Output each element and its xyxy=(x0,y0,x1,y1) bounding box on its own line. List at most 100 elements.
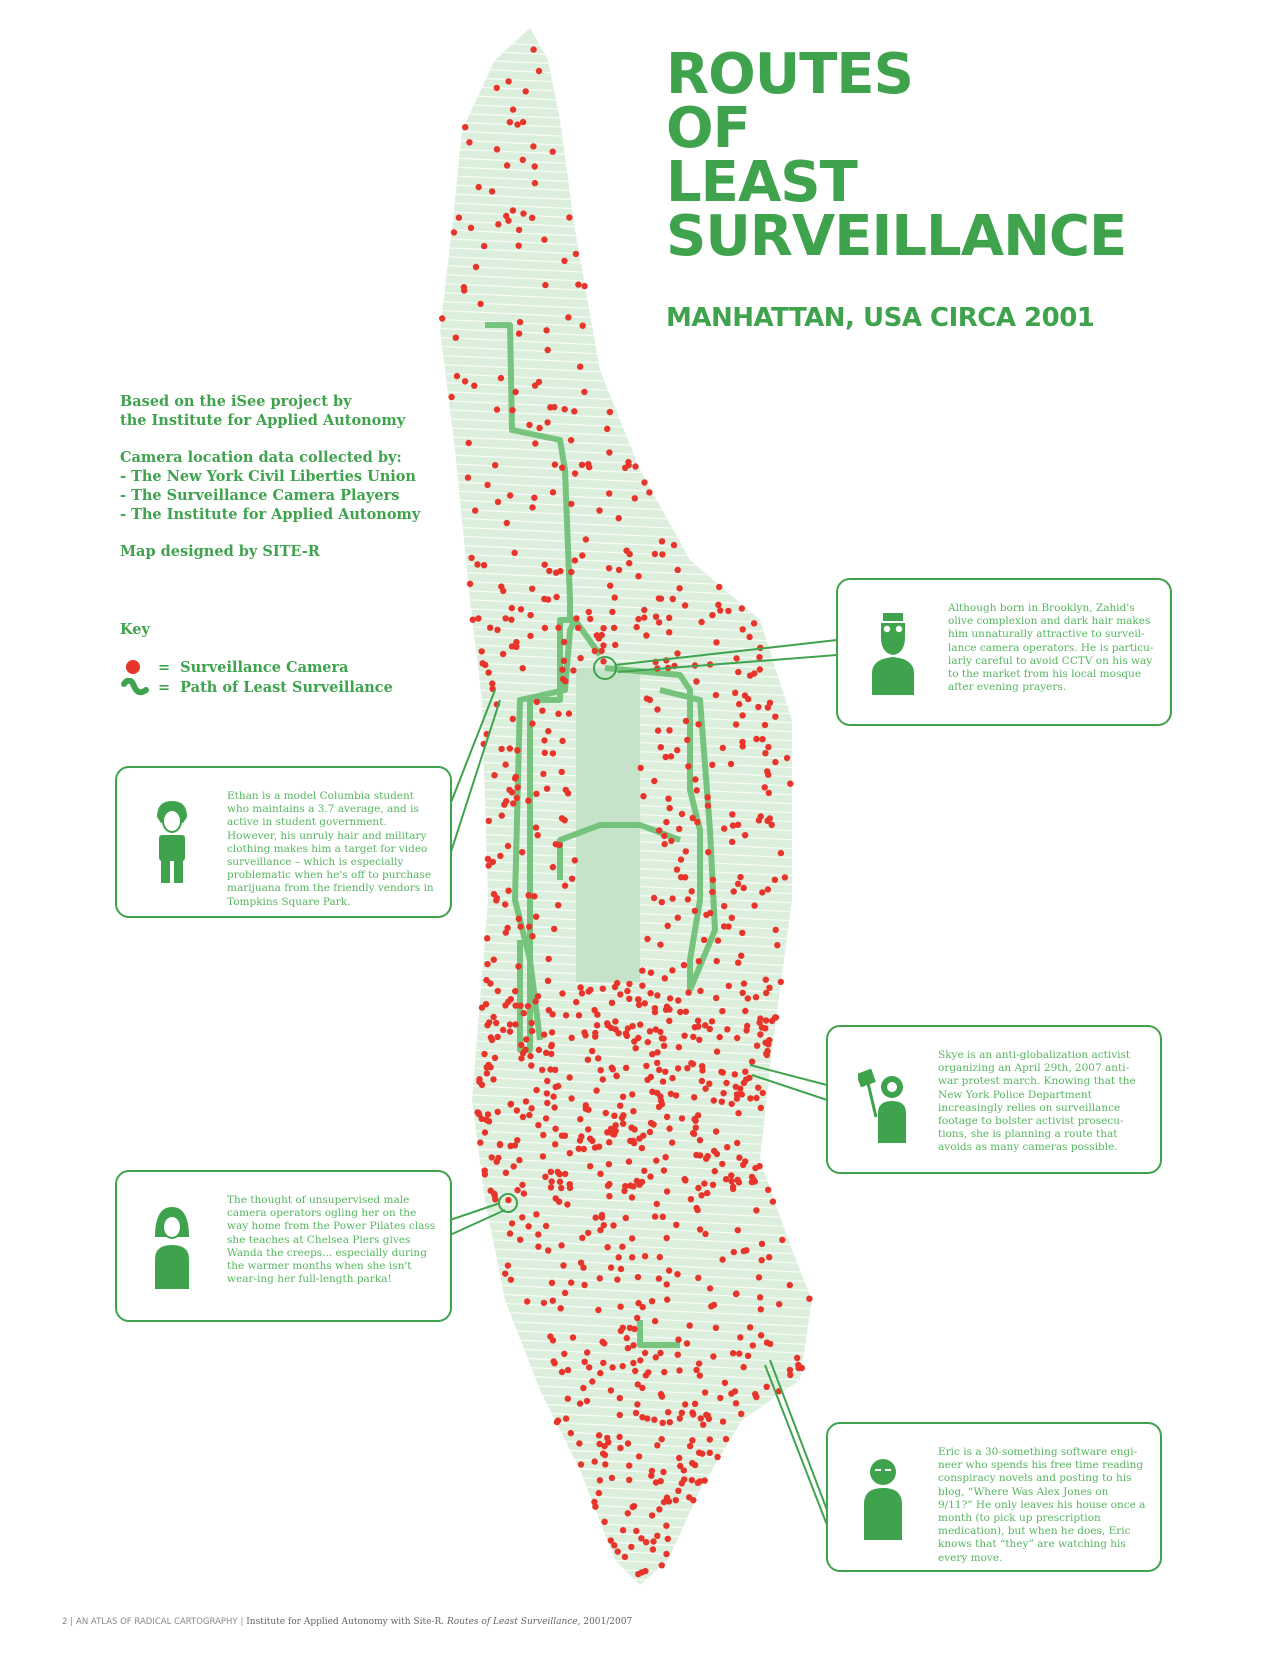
camera-marker xyxy=(551,925,558,933)
credit-line: - The Institute for Applied Autonomy xyxy=(120,506,421,523)
camera-marker xyxy=(676,1454,683,1462)
camera-marker xyxy=(762,1039,769,1046)
camera-marker xyxy=(614,1548,621,1555)
camera-marker xyxy=(520,1190,528,1197)
camera-marker xyxy=(663,1234,670,1242)
camera-marker xyxy=(643,1539,650,1546)
camera-marker xyxy=(674,650,681,657)
camera-marker xyxy=(481,242,488,250)
camera-marker xyxy=(740,1161,747,1169)
camera-marker xyxy=(676,1367,683,1374)
camera-marker xyxy=(612,1122,619,1129)
camera-marker xyxy=(529,720,536,727)
camera-marker xyxy=(692,776,699,783)
camera-marker xyxy=(712,1128,720,1135)
camera-marker xyxy=(772,758,779,766)
camera-marker xyxy=(557,1305,564,1312)
camera-marker xyxy=(578,990,586,997)
camera-marker xyxy=(690,1411,697,1418)
camera-marker xyxy=(541,561,548,568)
camera-marker xyxy=(694,1017,702,1024)
street xyxy=(440,615,812,635)
camera-marker xyxy=(685,763,692,770)
camera-marker xyxy=(595,1432,603,1439)
camera-marker xyxy=(725,923,732,930)
camera-marker xyxy=(676,1415,683,1422)
camera-marker xyxy=(676,825,683,832)
camera-marker xyxy=(744,1352,752,1360)
camera-marker xyxy=(576,1440,583,1447)
camera-marker xyxy=(654,1532,661,1540)
camera-marker xyxy=(530,143,537,150)
camera-marker xyxy=(677,1008,684,1016)
camera-marker xyxy=(606,1139,613,1146)
path-west xyxy=(512,617,603,1041)
camera-marker xyxy=(567,1429,574,1437)
camera-marker xyxy=(609,608,616,616)
camera-marker xyxy=(577,363,584,370)
camera-marker xyxy=(439,315,446,322)
camera-marker xyxy=(568,568,575,576)
student-icon xyxy=(157,801,187,883)
camera-marker xyxy=(565,314,572,321)
camera-marker xyxy=(531,893,538,900)
camera-marker xyxy=(608,1474,616,1482)
camera-marker xyxy=(500,587,507,595)
camera-marker xyxy=(731,1071,738,1078)
street xyxy=(440,993,812,1013)
camera-marker xyxy=(600,658,607,665)
camera-marker xyxy=(659,551,666,558)
camera-marker xyxy=(742,1068,749,1075)
camera-marker xyxy=(514,747,521,754)
camera-marker xyxy=(720,923,728,930)
camera-marker xyxy=(658,1436,665,1443)
street xyxy=(440,1065,812,1085)
camera-marker xyxy=(759,1089,766,1097)
camera-marker xyxy=(628,1124,635,1131)
camera-marker xyxy=(527,1052,534,1060)
callout-zahid: Although born in Brooklyn, Zahid's olive… xyxy=(836,578,1172,726)
camera-marker xyxy=(499,650,507,658)
callout-text: Skye is an anti-globalization activist o… xyxy=(938,1049,1136,1154)
camera-marker xyxy=(735,668,742,676)
camera-marker xyxy=(505,887,512,894)
camera-marker xyxy=(737,873,744,881)
camera-marker xyxy=(515,330,523,337)
camera-marker xyxy=(616,1433,623,1441)
camera-marker xyxy=(657,1028,664,1036)
camera-marker xyxy=(506,1230,514,1237)
camera-marker xyxy=(694,1479,701,1487)
camera-marker xyxy=(724,1026,731,1033)
camera-marker xyxy=(734,880,742,887)
camera-marker xyxy=(650,894,658,902)
camera-marker xyxy=(629,1091,636,1098)
camera-marker xyxy=(698,618,705,626)
camera-marker xyxy=(740,980,748,987)
camera-marker xyxy=(503,519,510,527)
camera-marker xyxy=(461,287,468,294)
camera-marker xyxy=(584,1056,592,1063)
camera-marker xyxy=(779,1236,786,1244)
camera-marker xyxy=(490,956,497,963)
camera-marker xyxy=(547,1184,555,1191)
camera-marker xyxy=(649,1088,656,1096)
camera-marker xyxy=(461,378,469,385)
camera-marker xyxy=(712,691,720,699)
street xyxy=(440,1128,812,1148)
camera-marker xyxy=(701,1180,708,1187)
camera-marker xyxy=(766,984,773,991)
camera-marker xyxy=(657,1093,664,1100)
camera-marker xyxy=(549,1337,557,1344)
camera-marker xyxy=(666,1006,673,1013)
camera-marker xyxy=(691,1023,698,1031)
camera-marker xyxy=(748,1173,756,1181)
camera-marker xyxy=(488,188,496,195)
camera-marker xyxy=(765,1186,772,1194)
camera-marker xyxy=(662,1154,669,1161)
camera-marker xyxy=(503,162,511,169)
camera-marker xyxy=(702,1230,709,1238)
key-item-camera: = Surveillance Camera xyxy=(120,657,393,677)
camera-marker xyxy=(700,1421,707,1428)
camera-marker xyxy=(746,633,753,641)
camera-marker xyxy=(575,624,582,631)
